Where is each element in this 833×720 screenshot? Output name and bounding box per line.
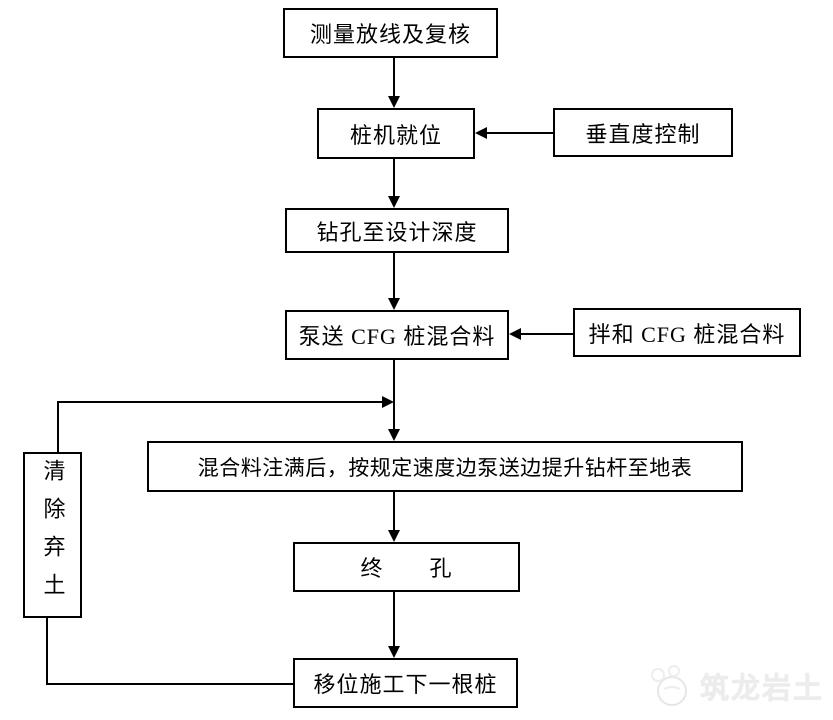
arrowhead-down-icon	[388, 646, 400, 658]
watermark: 筑龙岩土	[648, 663, 824, 709]
node-move-next-label: 移位施工下一根桩	[313, 672, 498, 697]
connector-mix-to-pump-line	[521, 333, 573, 335]
node-final-hole: 终 孔	[293, 542, 520, 592]
node-survey: 测量放线及复核	[283, 8, 498, 58]
connector-verticality-to-pile-line	[487, 132, 553, 134]
node-clear-soil-label: 清除弃土	[40, 459, 66, 611]
watermark-text: 筑龙岩土	[700, 673, 825, 705]
arrowhead-down-icon	[388, 196, 400, 208]
connector-lift-to-finalhole-line	[393, 492, 395, 530]
connector-clearsoil-to-mainflow-line	[57, 401, 382, 403]
connector-drill-to-pump-line	[393, 253, 395, 298]
node-verticality: 垂直度控制	[553, 108, 733, 157]
node-pump: 泵送 CFG 桩混合料	[285, 310, 509, 360]
node-pump-label: 泵送 CFG 桩混合料	[298, 324, 496, 349]
connector-clearsoil-down-line	[46, 618, 48, 685]
arrowhead-down-icon	[388, 96, 400, 108]
node-pile-position: 桩机就位	[317, 108, 475, 159]
arrowhead-down-icon	[388, 298, 400, 310]
node-final-hole-label: 终 孔	[360, 556, 453, 581]
node-pile-position-label: 桩机就位	[349, 122, 442, 148]
node-lift-label: 混合料注满后，按规定速度边泵送边提升钻杆至地表	[197, 455, 693, 480]
node-mix: 拌和 CFG 桩混合料	[573, 308, 801, 357]
node-drill: 钻孔至设计深度	[285, 208, 509, 253]
connector-move-to-clearsoil-line	[46, 683, 293, 685]
arrowhead-left-icon	[509, 328, 521, 340]
connector-survey-to-pile-line	[393, 58, 395, 98]
node-move-next: 移位施工下一根桩	[293, 658, 518, 708]
connector-pile-to-drill-line	[393, 159, 395, 196]
arrowhead-down-icon	[388, 429, 400, 441]
arrowhead-left-icon	[475, 127, 487, 139]
arrowhead-down-icon	[388, 530, 400, 542]
node-verticality-label: 垂直度控制	[585, 121, 701, 147]
node-mix-label: 拌和 CFG 桩混合料	[588, 321, 786, 347]
arrowhead-right-icon	[382, 396, 394, 408]
connector-clearsoil-up-line	[57, 402, 59, 452]
node-lift: 混合料注满后，按规定速度边泵送边提升钻杆至地表	[147, 441, 743, 492]
connector-finalhole-to-move-line	[393, 592, 395, 646]
connector-pump-to-lift-line	[393, 360, 395, 429]
panda-logo-icon	[651, 665, 687, 706]
node-drill-label: 钻孔至设计深度	[316, 219, 478, 245]
node-clear-soil: 清除弃土	[23, 452, 82, 618]
node-survey-label: 测量放线及复核	[309, 22, 471, 47]
